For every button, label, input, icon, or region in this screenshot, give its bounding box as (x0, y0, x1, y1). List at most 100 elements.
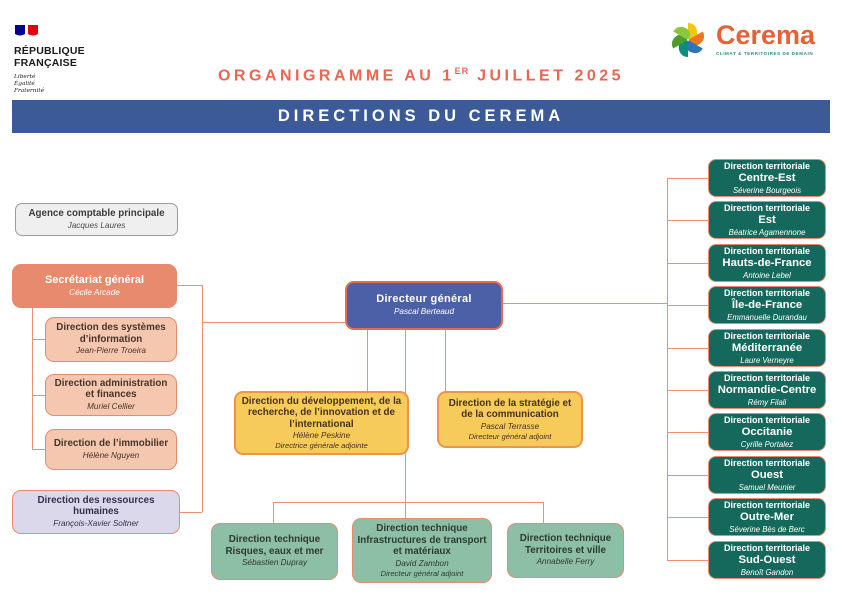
connector (667, 178, 668, 560)
box-title: Direction technique Infrastructures de t… (357, 523, 487, 558)
page-title: ORGANIGRAMME AU 1ER JUILLET 2025 (217, 66, 625, 85)
box-name: Annabelle Ferry (536, 557, 595, 567)
box-direction-technique-territoires-ville: Direction technique Territoires et ville… (507, 523, 624, 578)
box-title: Direction du développement, de la recher… (241, 395, 402, 430)
republique-francaise-wordmark: RÉPUBLIQUE FRANÇAISE (14, 45, 85, 69)
box-title: Direction territoriale (723, 161, 811, 172)
connector (202, 285, 203, 512)
box-title: Direction territoriale (723, 373, 811, 384)
connector (667, 390, 708, 391)
connector (32, 339, 45, 340)
connector (667, 348, 708, 349)
box-title: Direction des systèmes d’information (56, 322, 166, 345)
box-name: Samuel Meunier (738, 482, 796, 492)
box-title: Direction technique Risques, eaux et mer (225, 534, 324, 557)
connector (273, 502, 544, 503)
box-direction-technique-risques-eaux-mer: Direction technique Risques, eaux et mer… (211, 523, 338, 580)
connector (503, 303, 667, 304)
marianne-motto: Liberté Égalité Fraternité (14, 73, 45, 94)
box-direction-territoriale-normandie-centre: Direction territoriale Normandie-Centre … (708, 371, 826, 409)
box-name: Cyrille Portalez (740, 439, 794, 449)
box-name: Hélène Peskine (292, 431, 351, 441)
box-direction-territoriale-centre-est: Direction territoriale Centre-Est Séveri… (708, 159, 826, 197)
connector (180, 512, 202, 513)
connector (367, 330, 368, 391)
connector (445, 330, 446, 391)
box-direction-territoriale-hauts-de-france: Direction territoriale Hauts-de-France A… (708, 244, 826, 282)
box-title: Direction territoriale (723, 331, 811, 342)
connector (32, 395, 45, 396)
box-title: Direction territoriale (723, 288, 811, 299)
connector (667, 263, 708, 264)
box-name: Séverine Bourgeois (732, 185, 802, 195)
box-name: Béatrice Agamennone (728, 227, 806, 237)
box-region: Sud-Ouest (738, 553, 796, 566)
french-flag-icon (15, 25, 38, 36)
connector (543, 502, 544, 523)
box-region: Méditerranée (731, 341, 803, 354)
box-title: Direction territoriale (723, 246, 811, 257)
connector (667, 560, 708, 561)
box-directeur-general: Directeur général Pascal Berteaud (345, 281, 503, 330)
box-direction-technique-infrastructures-transport-materiaux: Direction technique Infrastructures de t… (352, 518, 492, 583)
box-name: Benoît Gandon (740, 567, 794, 577)
box-title: Direction des ressources humaines (37, 494, 155, 518)
box-region: Occitanie (741, 425, 793, 438)
box-title: Direction de la stratégie et de la commu… (448, 397, 572, 421)
box-name: Muriel Cellier (87, 401, 135, 411)
box-name: François-Xavier Soltner (53, 518, 139, 528)
box-title: Secrétariat général (44, 273, 145, 286)
cerema-wordmark: Cerema (716, 20, 816, 50)
box-secretariat-general: Secrétariat général Cécile Arcade (12, 264, 177, 308)
box-region: Centre-Est (738, 171, 796, 184)
box-direction-territoriale-sud-ouest: Direction territoriale Sud-Ouest Benoît … (708, 541, 826, 579)
box-title: Direction territoriale (723, 203, 811, 214)
box-direction-administration-finances: Direction administration et finances Mur… (45, 374, 177, 416)
box-name: Jacques Laures (67, 220, 126, 230)
box-agence-comptable-principale: Agence comptable principale Jacques Laur… (15, 203, 178, 236)
box-direction-immobilier: Direction de l’immobilier Hélène Nguyen (45, 429, 177, 470)
box-title: Direction administration et finances (54, 377, 168, 401)
box-name: Cécile Arcade (69, 287, 120, 297)
box-name: Pascal Berteaud (393, 307, 455, 317)
connector (667, 475, 708, 476)
box-role: Directeur général adjoint (380, 568, 464, 578)
box-direction-territoriale-occitanie: Direction territoriale Occitanie Cyrille… (708, 413, 826, 451)
box-region: Île-de-France (731, 298, 803, 311)
box-title: Direction territoriale (723, 415, 811, 426)
box-direction-systemes-information: Direction des systèmes d’information Jea… (45, 317, 177, 362)
box-name: Jean-Pierre Troeira (76, 346, 146, 356)
connector (667, 178, 708, 179)
connector (32, 308, 33, 449)
box-name: Rémy Filali (747, 397, 787, 407)
box-name: Séverine Bès de Berc (729, 524, 805, 534)
connector (667, 220, 708, 221)
box-direction-developpement-recherche-innovation-international: Direction du développement, de la recher… (234, 391, 409, 455)
box-title: Directeur général (376, 293, 472, 306)
box-direction-territoriale-outre-mer: Direction territoriale Outre-Mer Séverin… (708, 498, 826, 536)
box-title: Direction territoriale (723, 500, 811, 511)
box-name: Laure Verneyre (740, 355, 794, 365)
cerema-tagline: CLIMAT & TERRITOIRES DE DEMAIN (716, 51, 814, 56)
box-title: Direction territoriale (723, 543, 811, 554)
connector (667, 305, 708, 306)
box-title: Agence comptable principale (28, 208, 165, 220)
box-direction-strategie-communication: Direction de la stratégie et de la commu… (437, 391, 583, 448)
box-name: Hélène Nguyen (82, 450, 140, 460)
box-title: Direction de l’immobilier (53, 438, 169, 450)
box-name: Pascal Terrasse (480, 421, 540, 431)
box-title: Direction territoriale (723, 458, 811, 469)
republique-francaise-logo: RÉPUBLIQUE FRANÇAISE Liberté Égalité Fra… (14, 24, 104, 95)
box-region: Est (758, 213, 776, 226)
cerema-pinwheel-icon (671, 23, 705, 57)
connector (667, 432, 708, 433)
connector (667, 517, 708, 518)
box-name: Antoine Lebel (743, 270, 791, 280)
box-region: Hauts-de-France (722, 256, 812, 269)
box-role: Directrice générale adjointe (275, 441, 368, 451)
box-title: Direction technique Territoires et ville (519, 533, 612, 556)
cerema-logo: Cerema CLIMAT & TERRITOIRES DE DEMAIN (666, 16, 815, 62)
box-direction-territoriale-ile-de-france: Direction territoriale Île-de-France Emm… (708, 286, 826, 324)
box-name: Sébastien Dupray (241, 558, 308, 568)
